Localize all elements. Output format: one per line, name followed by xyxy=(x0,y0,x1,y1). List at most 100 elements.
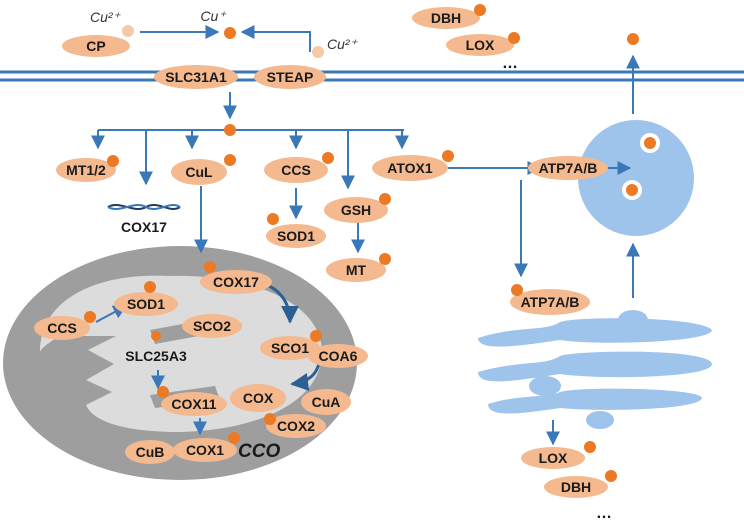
atox1-protein xyxy=(372,155,448,181)
secretory-vesicle xyxy=(578,120,694,236)
mitochondrial-proteins: COX17 SOD1 CCS SCO2 SCO1 SLC25A3 COA6 CO… xyxy=(34,261,368,464)
copper-ion-icon xyxy=(627,33,639,45)
atox1-label: ATOX1 xyxy=(387,160,433,176)
mt-label: MT xyxy=(346,262,367,278)
atp7ab-protein-golgi xyxy=(510,289,590,315)
copper-ion-icon xyxy=(442,150,454,162)
copper-ion-icon xyxy=(310,330,322,342)
cox11-protein xyxy=(161,392,227,416)
mt12-label: MT1/2 xyxy=(66,162,106,178)
cul-label: CuL xyxy=(185,164,213,180)
ccs-protein-cyto xyxy=(264,157,328,183)
copper-ion-icon xyxy=(312,46,324,58)
connectors xyxy=(91,25,640,446)
copper-ion-icon xyxy=(508,32,520,44)
sod1-label-cyto: SOD1 xyxy=(277,228,315,244)
ccs-label-cyto: CCS xyxy=(281,162,311,178)
copper-ion-icon xyxy=(511,284,523,296)
cox2-protein xyxy=(266,414,326,438)
copper-ion-icon xyxy=(84,311,96,323)
copper-ion-icon xyxy=(204,261,216,273)
copper-ion-icon xyxy=(644,137,656,149)
cua-label: CuA xyxy=(312,394,341,410)
steap-label: STEAP xyxy=(267,69,314,85)
cox17-label-cyto: COX17 xyxy=(121,219,167,235)
cu1-ion-label: Cu⁺ xyxy=(200,8,227,24)
copper-ion-icon xyxy=(144,281,156,293)
sod1-protein-cyto xyxy=(266,224,326,248)
cox17-label-mito: COX17 xyxy=(213,274,259,290)
cox-label: COX xyxy=(243,390,274,406)
dbh-protein-top xyxy=(412,7,480,29)
copper-ion-icon xyxy=(584,441,596,453)
slc31a1-protein xyxy=(154,65,238,89)
extracellular-region: Cu²⁺ CP Cu⁺ Cu²⁺ DBH LOX … xyxy=(62,4,639,72)
coa6-label: COA6 xyxy=(319,348,358,364)
copper-ion-icon xyxy=(151,331,161,341)
sod1-protein-mito xyxy=(114,292,178,316)
sco1-protein xyxy=(260,336,320,360)
copper-ion-icon xyxy=(379,193,391,205)
copper-ion-icon xyxy=(224,154,236,166)
lox-protein-top xyxy=(446,34,514,56)
copper-ion-icon xyxy=(264,413,276,425)
cp-label: CP xyxy=(86,38,105,54)
lox-protein-bottom xyxy=(521,447,585,469)
golgi-apparatus xyxy=(478,310,712,429)
cub-label: CuB xyxy=(136,444,165,460)
sco1-label: SCO1 xyxy=(271,340,309,356)
cua-protein xyxy=(301,389,351,415)
atp7ab-label-golgi: ATP7A/B xyxy=(521,294,580,310)
slc31a1-label: SLC31A1 xyxy=(165,69,227,85)
copper-ion-icon xyxy=(322,152,334,164)
cu2-ion-label: Cu²⁺ xyxy=(90,9,122,25)
cox17-helix-icon xyxy=(107,204,181,210)
gsh-label: GSH xyxy=(341,202,371,218)
cco-label: CCO xyxy=(238,441,280,462)
cox11-label: COX11 xyxy=(171,396,216,412)
copper-ion-icon xyxy=(267,213,279,225)
gsh-protein xyxy=(324,197,388,223)
cp-protein xyxy=(62,35,130,57)
copper-ion-icon xyxy=(474,4,486,16)
copper-ion-icon xyxy=(224,124,236,136)
copper-ion-icon xyxy=(228,432,240,444)
slc25a3-label: SLC25A3 xyxy=(125,348,187,364)
cul-protein xyxy=(171,159,227,185)
mt12-protein xyxy=(56,158,116,182)
cytosol-region: MT1/2 CuL CCS ATOX1 COX17 GSH SOD1 MT xyxy=(56,124,454,282)
cox17-protein-mito xyxy=(200,270,272,294)
mt-protein xyxy=(326,258,386,282)
cox1-protein xyxy=(173,438,237,462)
copper-ion-icon xyxy=(379,253,391,265)
sco2-protein xyxy=(182,314,242,338)
copper-ion-icon xyxy=(626,184,638,196)
atp7ab-label-vesicle: ATP7A/B xyxy=(539,160,598,176)
cox1-label: COX1 xyxy=(186,442,224,458)
ellipsis-bottom: … xyxy=(596,505,612,522)
atp7ab-protein-vesicle xyxy=(528,156,608,180)
sco2-label: SCO2 xyxy=(193,318,231,334)
lox-label-bottom: LOX xyxy=(539,450,568,466)
copper-ion-icon xyxy=(122,25,134,37)
ccs-protein-mito xyxy=(34,316,90,340)
cox-protein xyxy=(230,384,286,412)
copper-ion-icon xyxy=(605,470,617,482)
copper-ion-icon xyxy=(224,27,236,39)
dbh-label-bottom: DBH xyxy=(561,479,591,495)
ccs-label-mito: CCS xyxy=(47,320,77,336)
secretory-pathway: ATP7A/B ATP7A/B LOX DBH … xyxy=(510,156,617,522)
sod1-label-mito: SOD1 xyxy=(127,296,165,312)
dbh-protein-bottom xyxy=(544,476,608,498)
copper-ion-icon xyxy=(107,155,119,167)
coa6-protein xyxy=(308,344,368,368)
cub-protein xyxy=(125,440,175,464)
dbh-label-top: DBH xyxy=(431,10,461,26)
membrane-transporters: SLC31A1 STEAP xyxy=(154,65,326,89)
cu2-ion-label-right: Cu²⁺ xyxy=(327,36,359,52)
cox2-label: COX2 xyxy=(277,418,315,434)
copper-ion-icon xyxy=(157,386,169,398)
plasma-membrane xyxy=(0,70,744,82)
lox-label-top: LOX xyxy=(466,37,495,53)
